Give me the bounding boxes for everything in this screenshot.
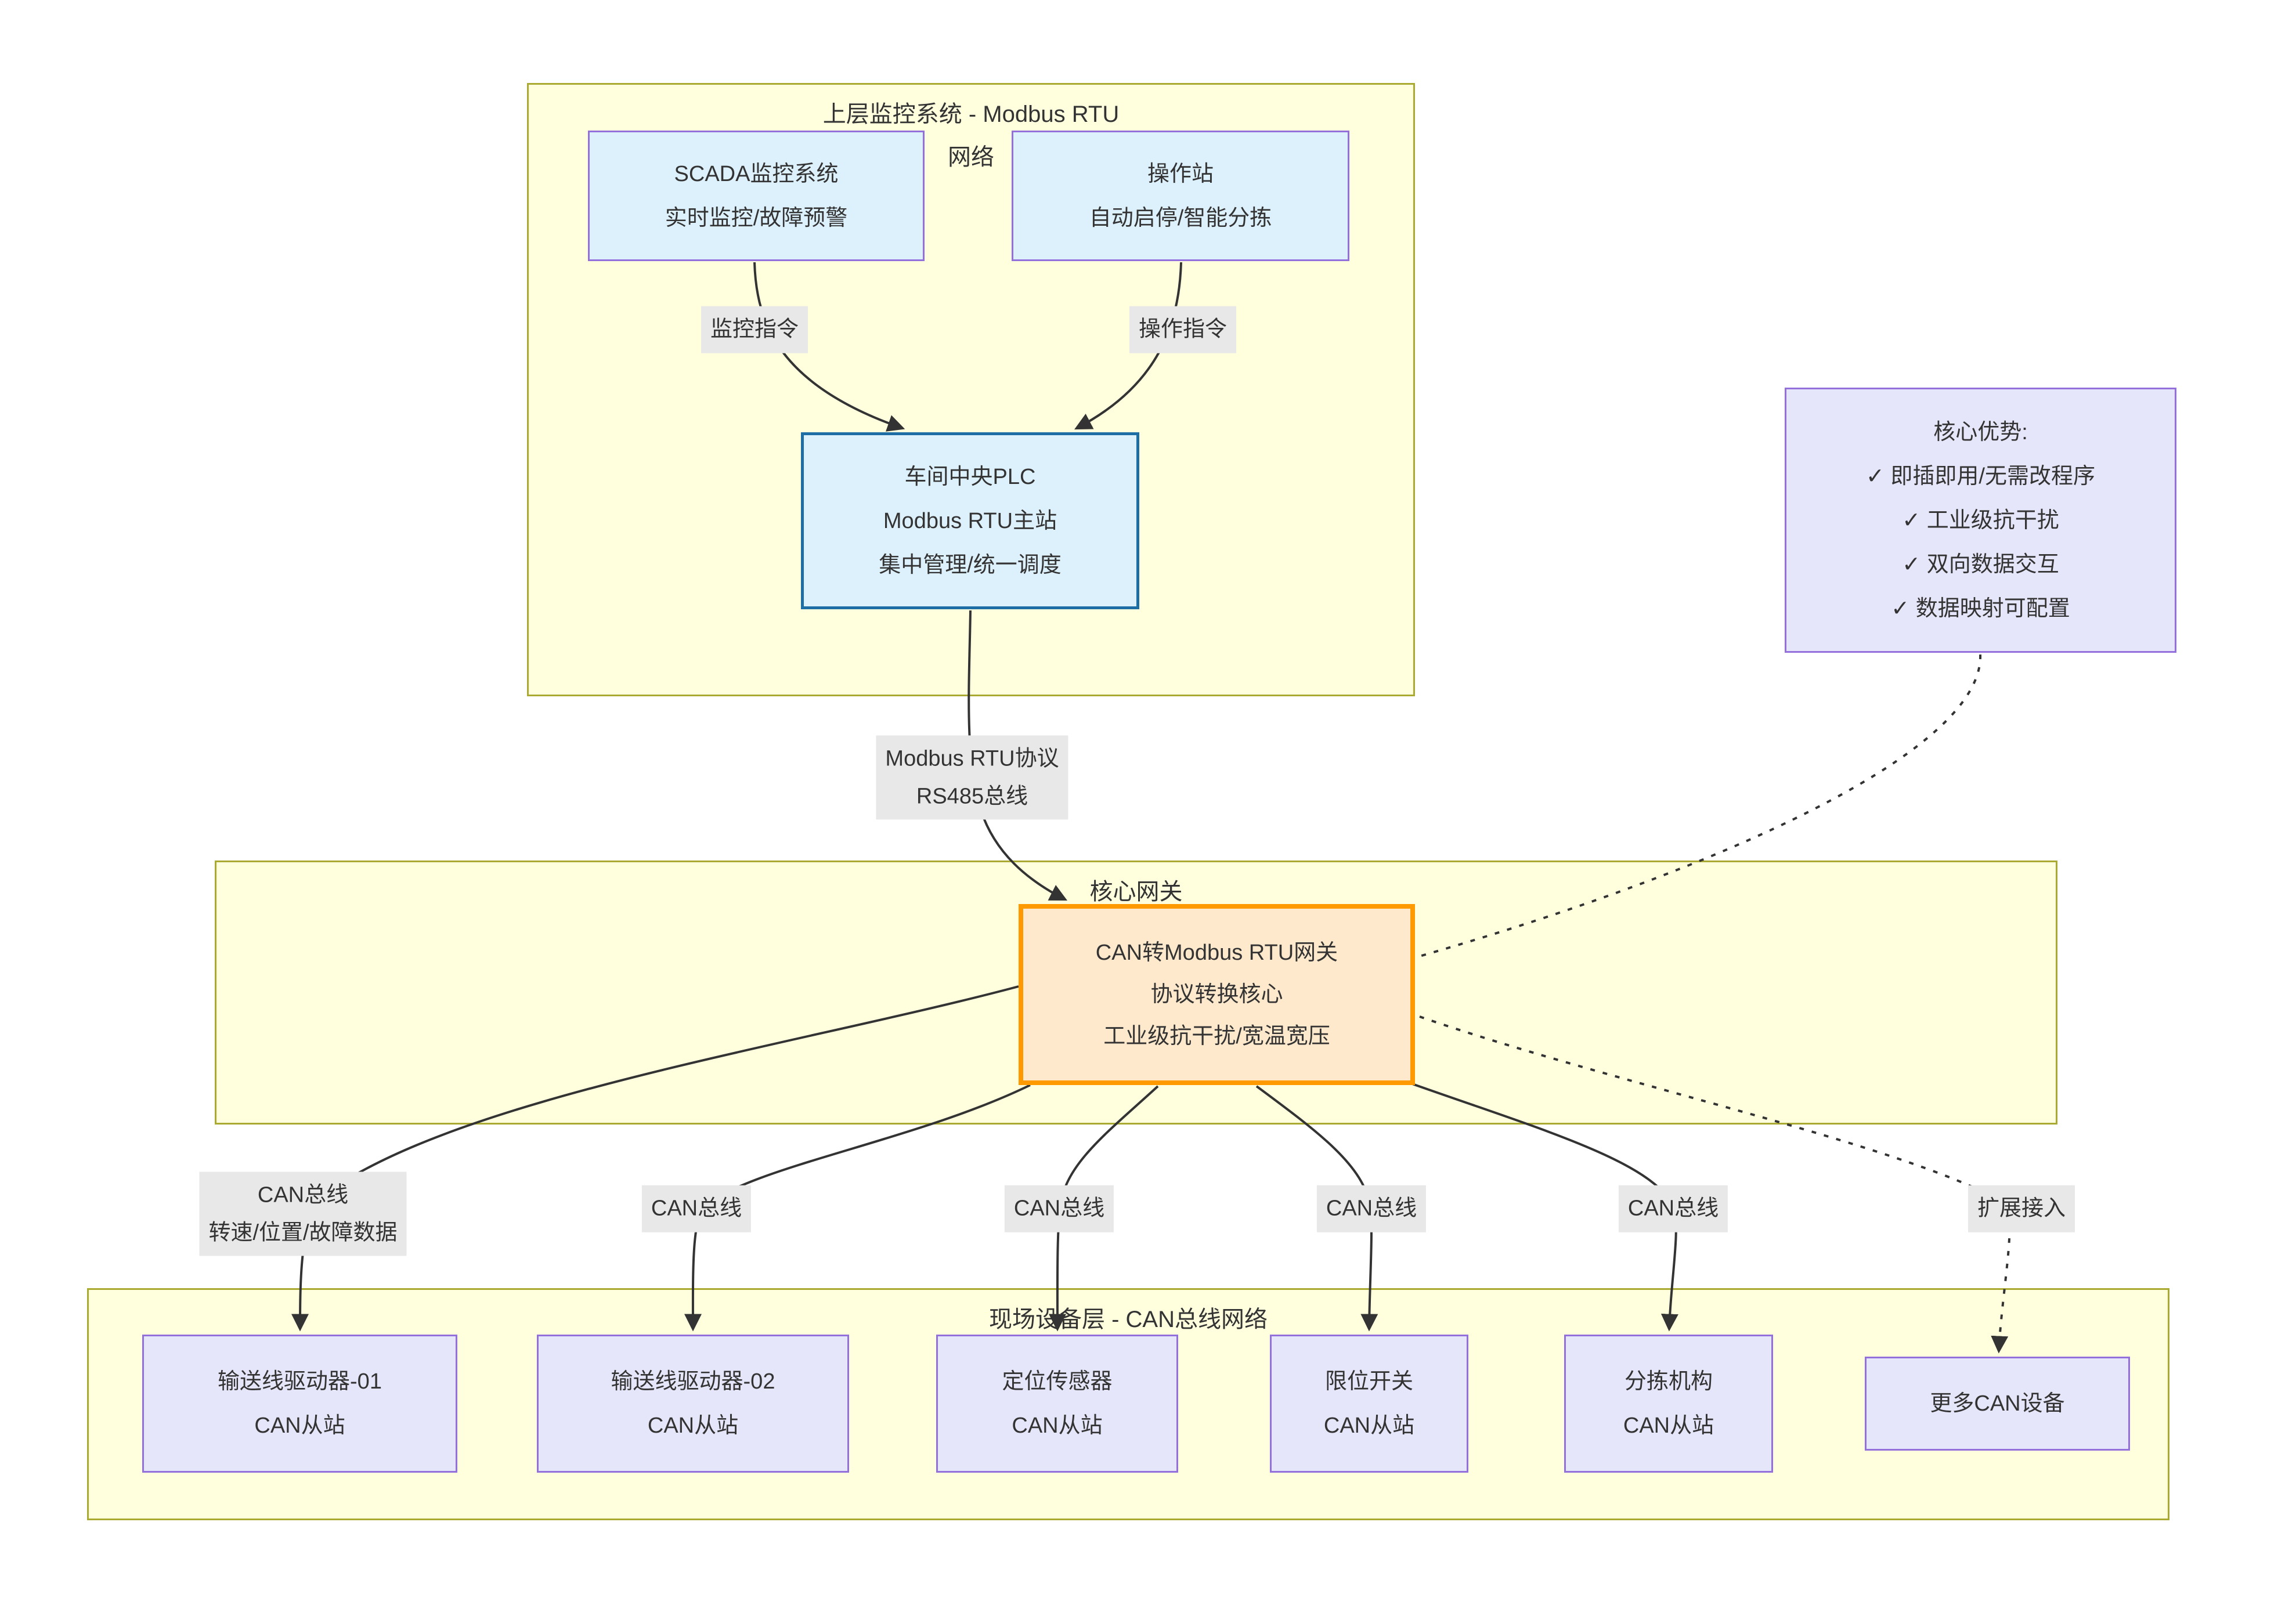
edge-label-can1-line1: CAN总线	[257, 1183, 349, 1208]
edge-label-can1: CAN总线 转速/位置/故障数据	[199, 1172, 407, 1256]
node-drive01-line1: 输送线驱动器-01	[218, 1369, 382, 1394]
node-drive01: 输送线驱动器-01 CAN从站	[142, 1335, 457, 1473]
node-advantages-item2: ✓ 工业级抗干扰	[1902, 508, 2059, 533]
node-drive02: 输送线驱动器-02 CAN从站	[537, 1335, 849, 1473]
node-drive02-line1: 输送线驱动器-02	[611, 1369, 775, 1394]
container-field-title: 现场设备层 - CAN总线网络	[989, 1307, 1268, 1332]
node-position-sensor: 定位传感器 CAN从站	[936, 1335, 1178, 1473]
node-drive01-line2: CAN从站	[254, 1413, 345, 1438]
edge-label-modbus-line2: RS485总线	[916, 784, 1028, 808]
edge-label-operate-cmd: 操作指令	[1129, 306, 1237, 353]
node-plc-line3: 集中管理/统一调度	[879, 552, 1062, 577]
node-advantages-title: 核心优势:	[1933, 420, 2028, 444]
edge-gateway-to-drive01	[291, 985, 1019, 1332]
node-more-can-devices: 更多CAN设备	[1865, 1357, 2130, 1451]
node-gateway: CAN转Modbus RTU网关 协议转换核心 工业级抗干扰/宽温宽压	[1019, 904, 1415, 1085]
edge-label-can1-line2: 转速/位置/故障数据	[208, 1220, 398, 1245]
node-limit-switch-line2: CAN从站	[1323, 1413, 1415, 1438]
node-drive02-line2: CAN从站	[647, 1413, 739, 1438]
edge-label-expand: 扩展接入	[1968, 1185, 2075, 1232]
node-advantages: 核心优势: ✓ 即插即用/无需改程序 ✓ 工业级抗干扰 ✓ 双向数据交互 ✓ 数…	[1785, 388, 2176, 653]
node-gateway-line1: CAN转Modbus RTU网关	[1095, 940, 1338, 965]
node-plc-line2: Modbus RTU主站	[883, 508, 1057, 533]
node-sorter-line2: CAN从站	[1623, 1413, 1714, 1438]
edge-label-can4: CAN总线	[1316, 1185, 1427, 1232]
node-scada-line2: 实时监控/故障预警	[665, 205, 848, 230]
node-sorter: 分拣机构 CAN从站	[1564, 1335, 1773, 1473]
edge-gateway-to-more-can	[1419, 1015, 2011, 1354]
node-plc: 车间中央PLC Modbus RTU主站 集中管理/统一调度	[801, 432, 1139, 609]
container-upper-title: 上层监控系统 - Modbus RTU 网络	[529, 93, 1413, 179]
node-plc-line1: 车间中央PLC	[904, 464, 1036, 489]
container-upper-title-line2: 网络	[948, 144, 994, 170]
node-scada-line1: SCADA监控系统	[674, 161, 839, 186]
node-more-can-line1: 更多CAN设备	[1930, 1391, 2065, 1416]
node-sorter-line1: 分拣机构	[1624, 1369, 1713, 1394]
container-upper-title-line1: 上层监控系统 - Modbus RTU	[822, 102, 1120, 127]
node-gateway-line2: 协议转换核心	[1150, 982, 1283, 1007]
node-advantages-item4: ✓ 数据映射可配置	[1891, 596, 2070, 621]
node-limit-switch-line1: 限位开关	[1324, 1369, 1413, 1394]
node-gateway-line3: 工业级抗干扰/宽温宽压	[1103, 1024, 1330, 1049]
edge-advantages-to-gateway	[1419, 654, 1982, 957]
node-operator-line2: 自动启停/智能分拣	[1089, 205, 1272, 230]
node-advantages-item1: ✓ 即插即用/无需改程序	[1866, 464, 2095, 489]
edge-label-modbus-line1: Modbus RTU协议	[885, 746, 1059, 771]
node-operator-station: 操作站 自动启停/智能分拣	[1012, 131, 1349, 261]
edge-label-modbus-link: Modbus RTU协议 RS485总线	[876, 735, 1068, 820]
node-position-sensor-line1: 定位传感器	[1002, 1369, 1113, 1394]
node-limit-switch: 限位开关 CAN从站	[1270, 1335, 1468, 1473]
edge-label-can2: CAN总线	[641, 1185, 752, 1232]
container-gateway-title: 核心网关	[1089, 879, 1183, 905]
node-scada: SCADA监控系统 实时监控/故障预警	[588, 131, 925, 261]
edge-label-can3: CAN总线	[1004, 1185, 1114, 1232]
node-position-sensor-line2: CAN从站	[1012, 1413, 1103, 1438]
node-operator-line1: 操作站	[1147, 161, 1214, 186]
edge-label-monitor-cmd: 监控指令	[701, 306, 808, 353]
edge-label-can5: CAN总线	[1618, 1185, 1728, 1232]
node-advantages-item3: ✓ 双向数据交互	[1902, 552, 2059, 577]
